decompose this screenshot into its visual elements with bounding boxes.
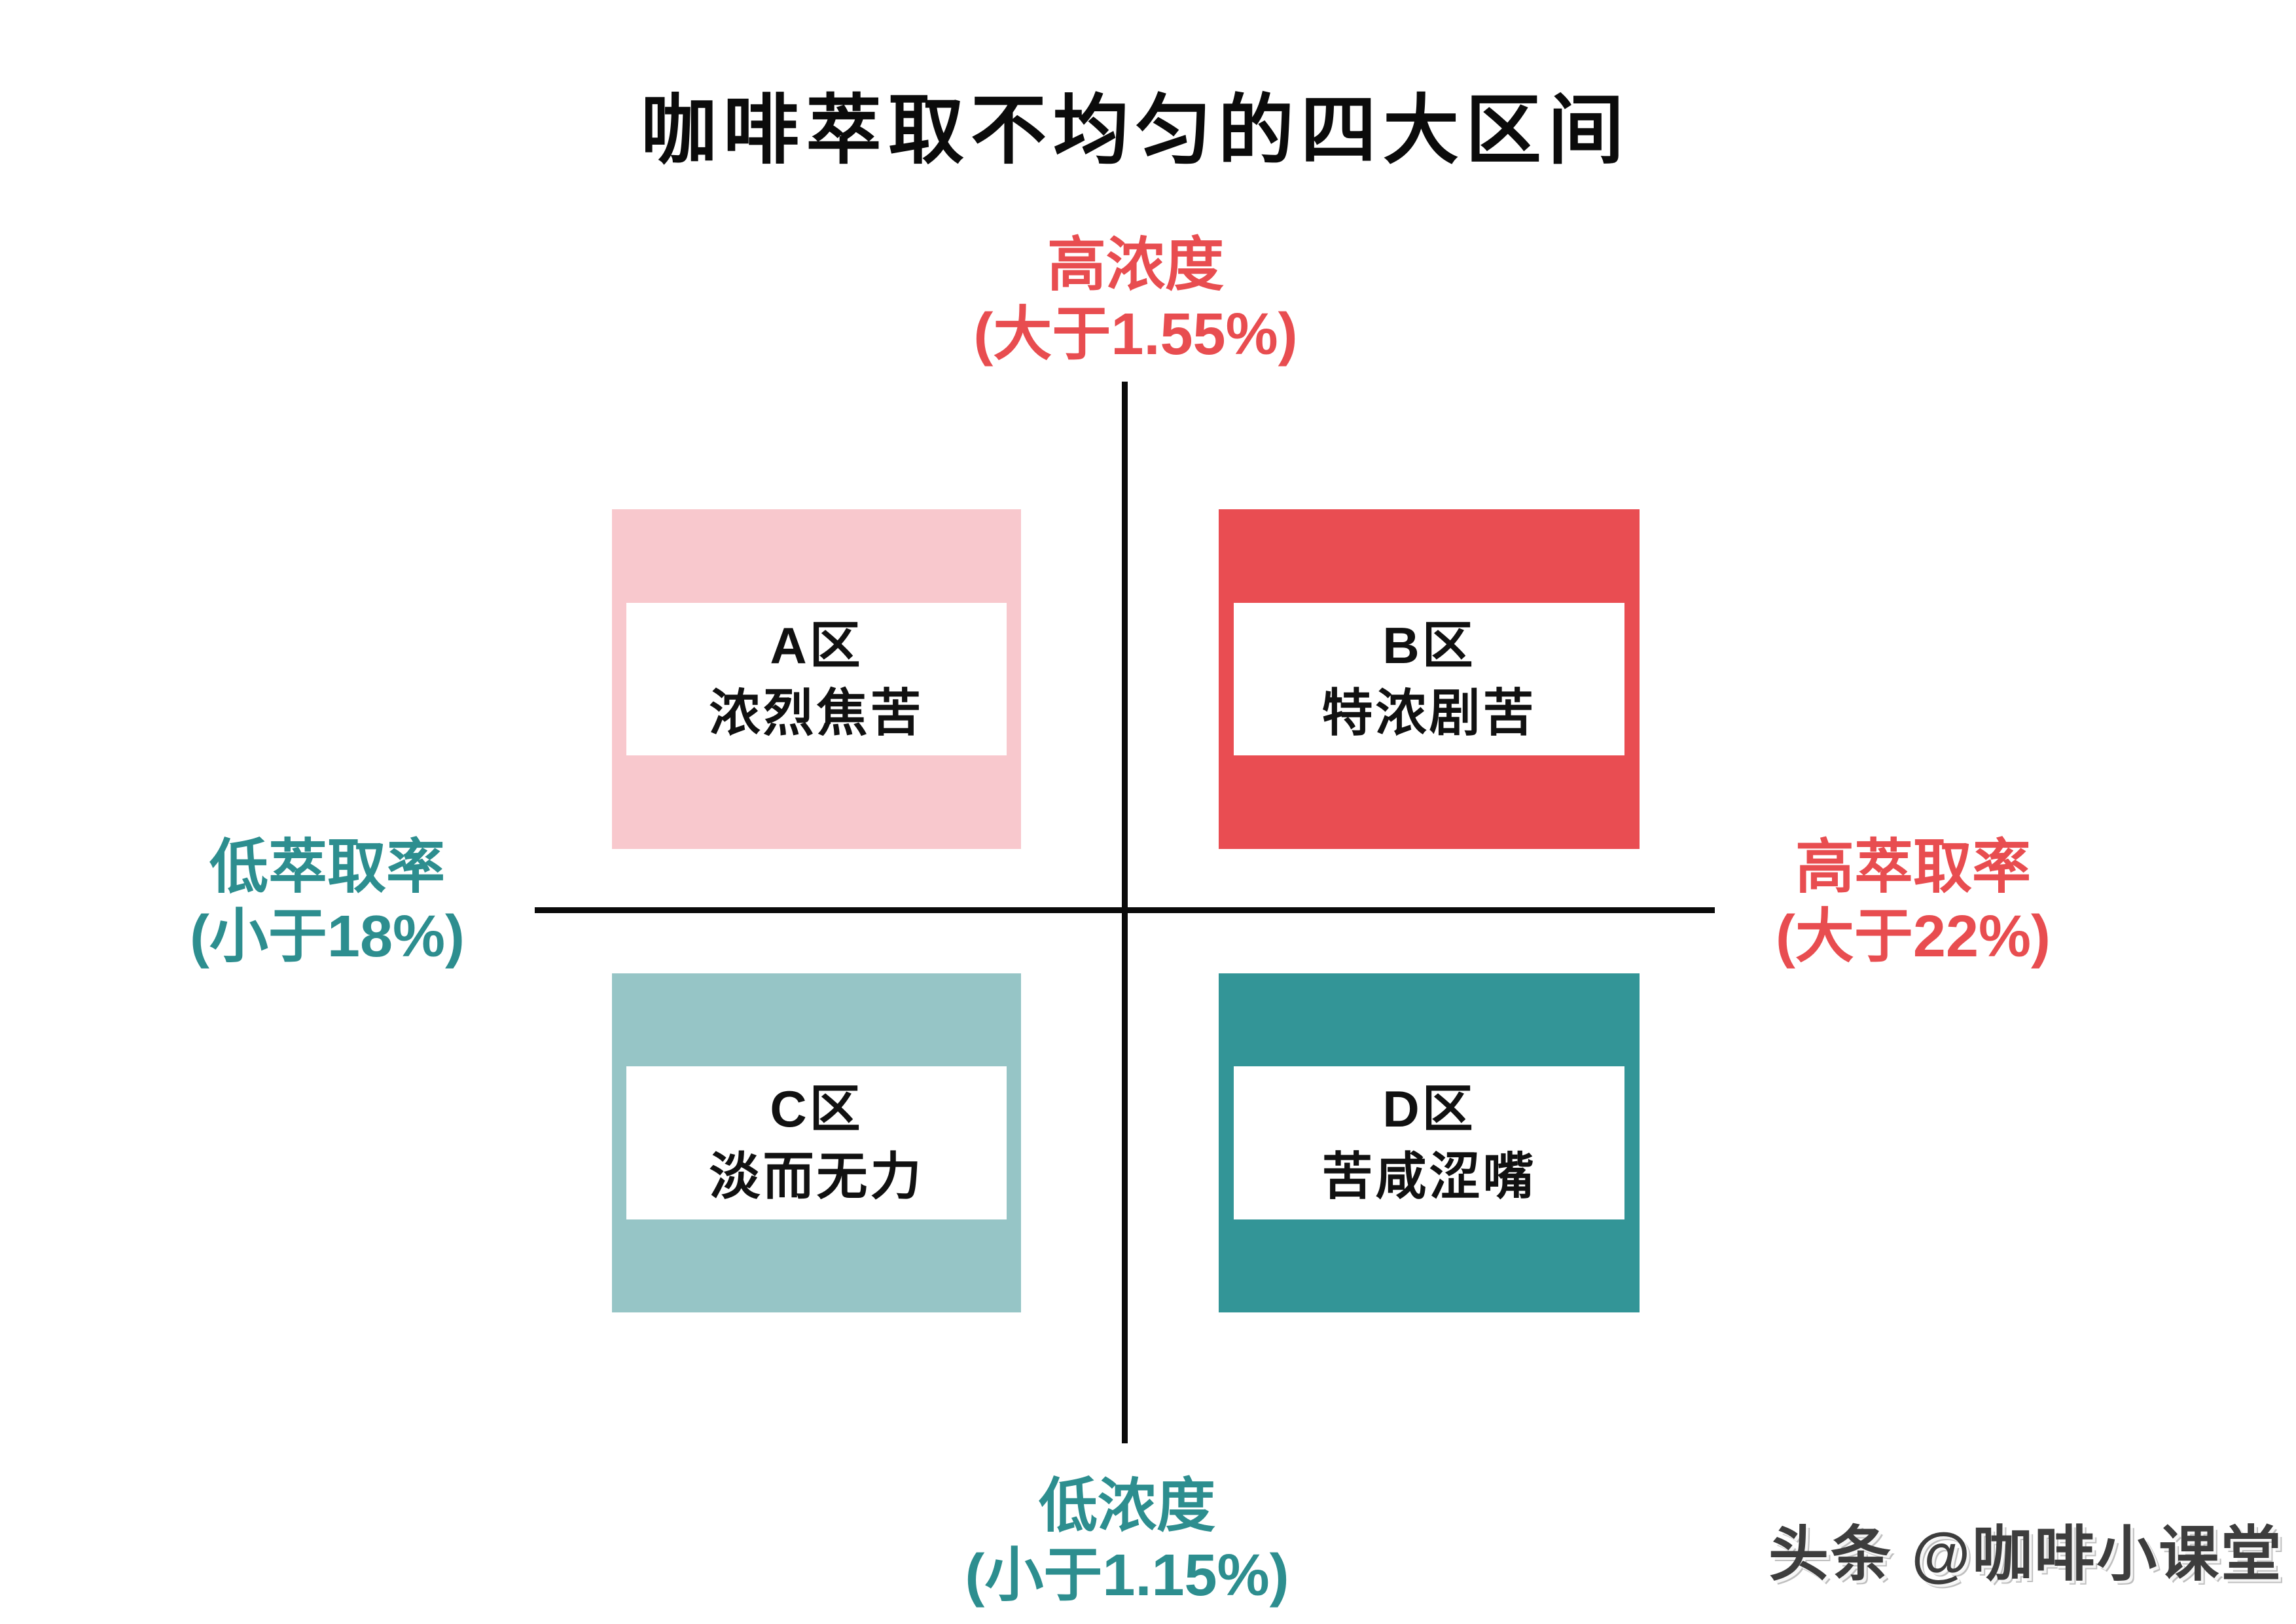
- quadrant-c-name: C区: [770, 1080, 863, 1138]
- quadrant-a-name: A区: [770, 616, 863, 674]
- quadrant-b-name: B区: [1382, 616, 1476, 674]
- quadrant-d-label-card: D区 苦咸涩嘴: [1233, 1066, 1625, 1219]
- quadrant-a-desc: 浓烈焦苦: [709, 683, 924, 742]
- quadrant-d-box: D区 苦咸涩嘴: [1219, 973, 1640, 1312]
- axis-bottom-threshold: (小于1.15%): [965, 1543, 1289, 1609]
- quadrant-b-label-card: B区 特浓剧苦: [1233, 602, 1625, 756]
- axis-right-label: 高萃取率: [1795, 835, 2031, 900]
- axis-label-low-extraction: 低萃取率 (小于18%): [115, 833, 540, 971]
- quadrant-b-box: B区 特浓剧苦: [1219, 509, 1640, 849]
- axis-top-label: 高浓度: [1047, 232, 1224, 298]
- page-title: 咖啡萃取不均匀的四大区间: [641, 88, 1630, 173]
- axis-right-threshold: (大于22%): [1775, 904, 2051, 970]
- quadrant-c-desc: 淡而无力: [709, 1147, 924, 1205]
- quadrant-b-desc: 特浓剧苦: [1321, 683, 1537, 742]
- axis-label-low-concentration: 低浓度 (小于1.15%): [965, 1471, 1289, 1610]
- quadrant-c-label-card: C区 淡而无力: [626, 1066, 1007, 1219]
- axis-left-threshold: (小于18%): [189, 904, 465, 970]
- toutiao-watermark: 头条 @咖啡小课堂: [1768, 1521, 2284, 1588]
- axis-bottom-label: 低浓度: [1038, 1473, 1215, 1539]
- axis-left-label: 低萃取率: [209, 835, 445, 900]
- quadrant-a-label-card: A区 浓烈焦苦: [626, 602, 1007, 756]
- quadrant-d-name: D区: [1382, 1080, 1476, 1138]
- horizontal-axis-line: [535, 907, 1715, 913]
- quadrant-d-desc: 苦咸涩嘴: [1321, 1147, 1537, 1205]
- axis-top-threshold: (大于1.55%): [973, 302, 1298, 368]
- axis-label-high-concentration: 高浓度 (大于1.55%): [973, 230, 1297, 369]
- axis-label-high-extraction: 高萃取率 (大于22%): [1700, 833, 2126, 971]
- quadrant-a-box: A区 浓烈焦苦: [612, 509, 1021, 849]
- quadrant-c-box: C区 淡而无力: [612, 973, 1021, 1312]
